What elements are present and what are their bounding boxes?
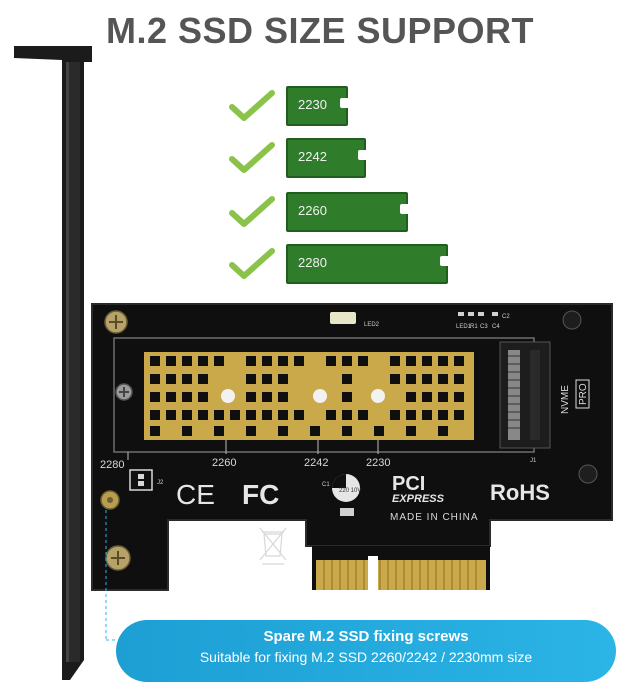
capacitor-label: 220 10V: [339, 488, 361, 494]
j2-label: J2: [157, 480, 164, 486]
fc-mark: FC: [242, 479, 279, 510]
ssd-module-2230: 2230: [286, 86, 348, 126]
smd-label: C3: [480, 324, 488, 330]
checkmark-icon: [229, 90, 275, 121]
rohs-mark: RoHS: [490, 480, 550, 505]
connector-label: J1: [530, 458, 537, 464]
smd-label: C4: [492, 324, 500, 330]
board-screw: [115, 383, 133, 401]
led-indicator: [330, 312, 356, 324]
smd-label: R1: [470, 324, 478, 330]
mounting-bracket: [14, 46, 92, 680]
size-marker: 2242: [304, 457, 328, 469]
spare-screw: [105, 545, 131, 571]
info-banner: Spare M.2 SSD fixing screws Suitable for…: [116, 620, 616, 682]
size-marker: 2230: [366, 457, 390, 469]
nvme-label: NVME: [560, 385, 571, 414]
made-in-label: MADE IN CHINA: [390, 512, 479, 523]
checkmark-icon: [229, 248, 275, 279]
led-label: LED2: [364, 322, 380, 328]
smd-label: LED1: [456, 324, 472, 330]
ssd-module-2242: 2242: [286, 138, 366, 178]
spare-screw: [100, 490, 120, 510]
size-row-2280: 2280: [228, 244, 448, 284]
banner-subtitle: Suitable for fixing M.2 SSD 2260/2242 / …: [199, 649, 533, 665]
j2-header: [129, 469, 153, 491]
smd-components: [458, 312, 498, 316]
cap-id-label: C1: [322, 482, 330, 488]
size-marker: 2260: [212, 457, 236, 469]
size-marker: 2280: [100, 459, 124, 471]
m2-slot-area: [113, 337, 551, 453]
capacitor: 220 10V: [332, 474, 361, 502]
ssd-size-label: 2242: [298, 149, 327, 164]
pcie-gold-fingers: [312, 546, 490, 592]
board-screw: [104, 310, 128, 334]
size-row-2260: 2260: [228, 192, 408, 232]
banner-title: Spare M.2 SSD fixing screws: [263, 628, 469, 645]
size-row-2242: 2242: [228, 138, 366, 178]
ssd-module-2260: 2260: [286, 192, 408, 232]
ssd-size-label: 2260: [298, 203, 327, 218]
board-screw: [562, 310, 582, 330]
checkmark-icon: [229, 142, 275, 173]
ssd-size-label: 2230: [298, 97, 327, 112]
board-screw: [578, 464, 598, 484]
pro-label: PRO: [578, 383, 589, 405]
ssd-size-label: 2280: [298, 255, 327, 270]
size-row-2230: 2230: [228, 86, 348, 126]
smd-label: C2: [502, 314, 510, 320]
ssd-module-2280: 2280: [286, 244, 448, 284]
ce-mark: CE: [176, 479, 215, 510]
pci-logo: PCI: [392, 473, 425, 495]
size-marker-lines: [127, 440, 379, 460]
page-title: M.2 SSD SIZE SUPPORT: [105, 10, 535, 51]
recycle-bin-icon: [259, 527, 287, 565]
checkmark-icon: [229, 196, 275, 227]
express-logo: EXPRESS: [392, 493, 445, 505]
